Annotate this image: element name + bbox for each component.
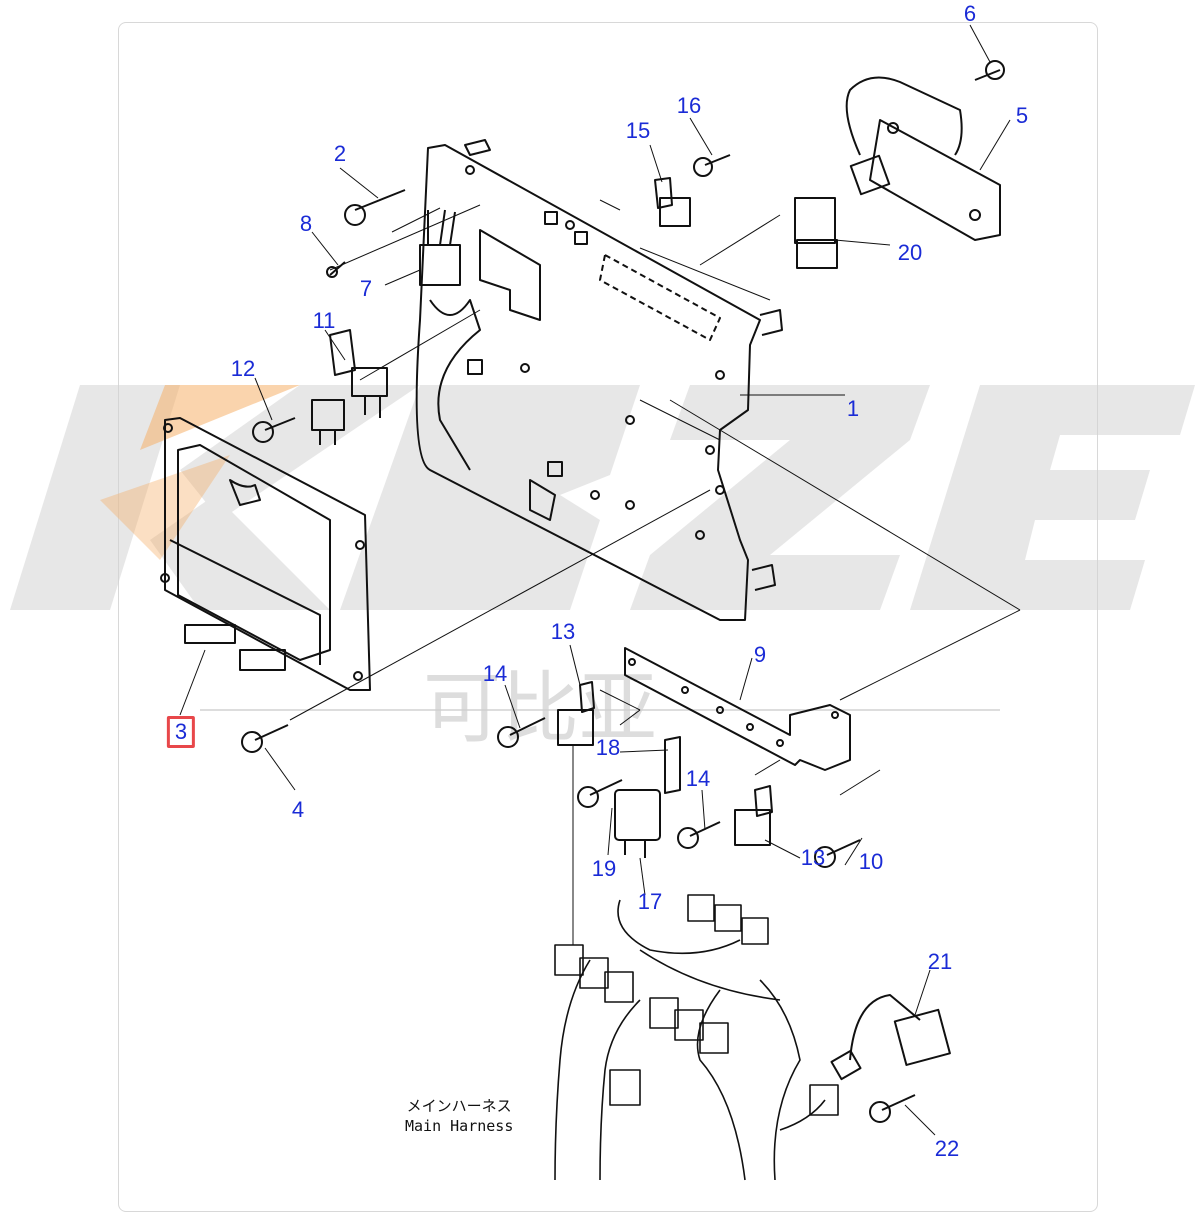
callout-18[interactable]: 18 <box>595 735 621 760</box>
watermark-chinese: 可比亚 <box>423 664 657 754</box>
callout-11[interactable]: 11 <box>312 308 336 333</box>
callout-12[interactable]: 12 <box>230 356 256 381</box>
callout-1[interactable]: 1 <box>846 396 860 421</box>
bracket-18 <box>664 736 681 794</box>
main-harness-label: メインハーネス Main Harness <box>405 1096 513 1136</box>
callout-20[interactable]: 20 <box>897 240 923 265</box>
relay-group-11 <box>311 329 388 445</box>
relay-20 <box>794 197 838 269</box>
relay-15 <box>654 177 691 227</box>
callout-17[interactable]: 17 <box>637 889 663 914</box>
main-harness <box>554 894 839 1181</box>
callout-16[interactable]: 16 <box>676 93 702 118</box>
callout-14-right[interactable]: 14 <box>685 766 711 791</box>
main-harness-label-jp: メインハーネス <box>406 1097 512 1115</box>
callout-6[interactable]: 6 <box>963 1 977 26</box>
bolts <box>241 60 1005 1123</box>
relay-13-left <box>557 681 595 746</box>
callout-4[interactable]: 4 <box>291 797 305 822</box>
bracket-9 <box>624 647 851 771</box>
relay-17 <box>614 789 661 858</box>
main-harness-label-en: Main Harness <box>405 1117 514 1135</box>
harness-5 <box>845 76 1001 241</box>
callout-21[interactable]: 21 <box>927 949 953 974</box>
callout-2[interactable]: 2 <box>333 141 347 166</box>
callout-9[interactable]: 9 <box>753 642 767 667</box>
connector-7 <box>419 209 461 286</box>
callout-3-selected[interactable]: 3 <box>166 716 196 748</box>
callout-15[interactable]: 15 <box>625 118 651 143</box>
callout-8[interactable]: 8 <box>299 211 313 236</box>
callout-22[interactable]: 22 <box>934 1136 960 1161</box>
controller-3 <box>160 417 371 691</box>
relay-13-right <box>734 785 773 846</box>
callout-10[interactable]: 10 <box>858 849 884 874</box>
callout-13-right[interactable]: 13 <box>800 845 826 870</box>
callout-7[interactable]: 7 <box>359 276 373 301</box>
harness-21 <box>830 994 951 1081</box>
callout-5[interactable]: 5 <box>1015 103 1029 128</box>
panel-1 <box>415 139 783 621</box>
callout-13-top[interactable]: 13 <box>550 619 576 644</box>
callout-14-left[interactable]: 14 <box>482 661 508 686</box>
callout-19[interactable]: 19 <box>591 856 617 881</box>
